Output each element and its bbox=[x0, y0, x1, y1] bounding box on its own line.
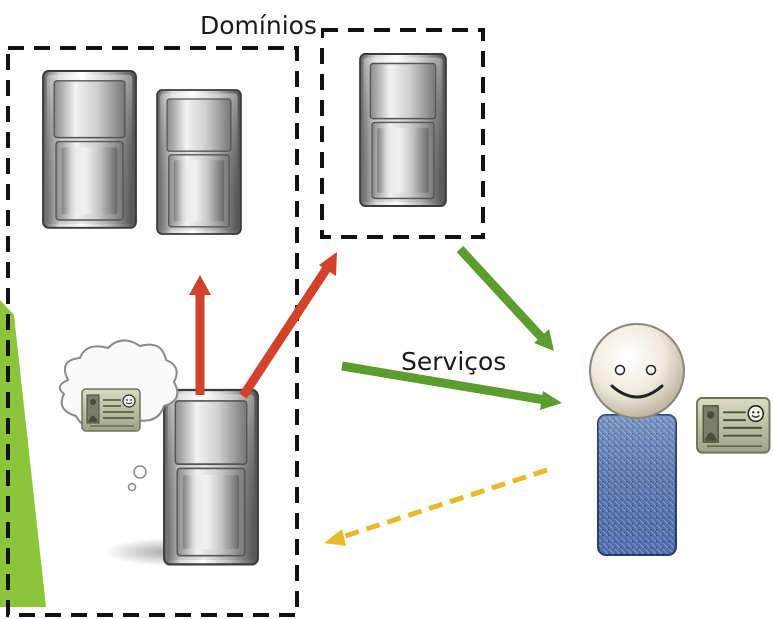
services-label: Serviços bbox=[401, 347, 507, 376]
arrow-user-response-dashed bbox=[324, 467, 548, 546]
arrow-local-to-remote-domain bbox=[239, 252, 337, 399]
arrow-local-to-server2 bbox=[189, 275, 211, 395]
local-domain-boundary bbox=[6, 46, 299, 617]
green-wedge-shape bbox=[0, 300, 46, 607]
domains-label: Domínios bbox=[198, 13, 321, 38]
credential-id-card-icon-thought bbox=[81, 388, 141, 432]
remote-domain-boundary bbox=[320, 28, 485, 239]
server-tower-icon-1 bbox=[42, 70, 137, 229]
server-tower-icon-2 bbox=[156, 89, 242, 235]
arrow-remote-domain-to-user bbox=[456, 245, 554, 351]
server-tower-icon-local bbox=[162, 388, 260, 566]
user-smiley-icon bbox=[589, 323, 685, 556]
arrow-service-to-user bbox=[341, 361, 562, 410]
credential-id-card-icon-user bbox=[696, 397, 771, 454]
server-tower-icon-remote bbox=[359, 53, 447, 207]
